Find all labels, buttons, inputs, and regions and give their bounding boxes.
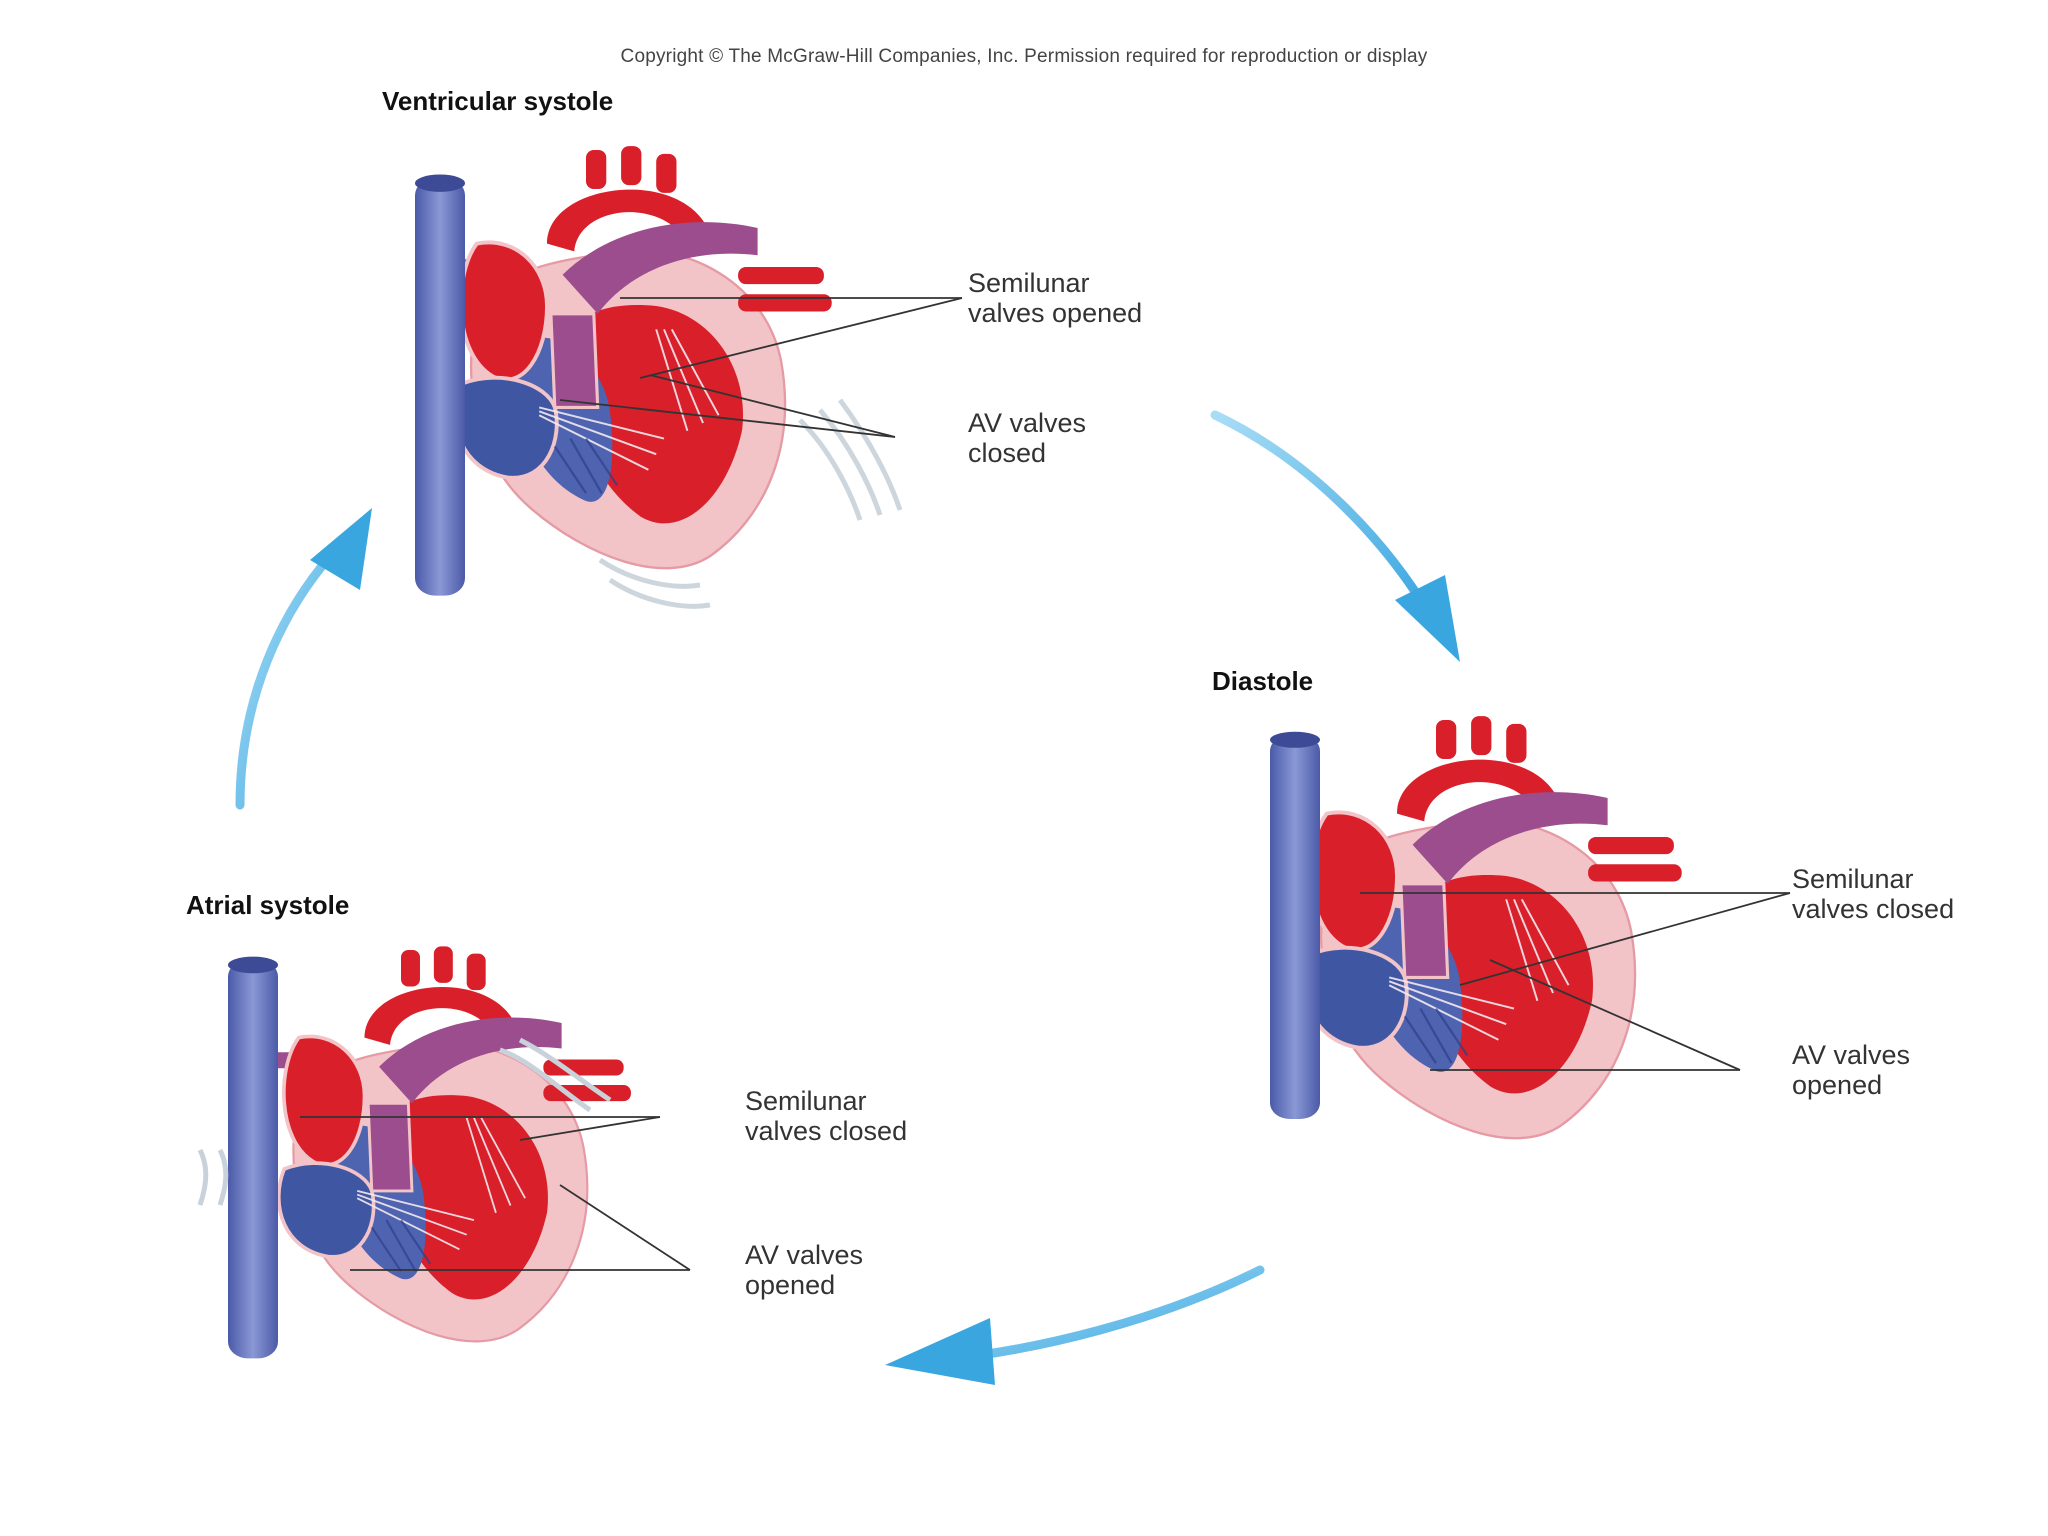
- callout-semilunar-diastole: Semilunar valves closed: [1792, 864, 1954, 924]
- vena-cava-diastole: [1270, 731, 1320, 1119]
- leader-lines: [300, 297, 1791, 1271]
- cycle-arrow-to-ventricular-systole: [235, 508, 372, 810]
- callout-line: valves opened: [968, 298, 1143, 328]
- callout-line: Semilunar: [745, 1086, 867, 1116]
- cycle-arrow-to-atrial-systole: [885, 1265, 1265, 1385]
- heart-atrial-systole: [245, 944, 633, 1344]
- callout-line: AV valves: [745, 1240, 864, 1270]
- callout-line: valves closed: [745, 1116, 908, 1146]
- callout-av-diastole: AV valves opened: [1792, 1040, 1910, 1100]
- callout-line: opened: [745, 1270, 836, 1300]
- vena-cava-ventricular-systole: [415, 174, 465, 596]
- callout-line: valves closed: [1792, 894, 1955, 924]
- callout-line: Semilunar: [968, 268, 1090, 298]
- vibration-lines-atrial-systole: [197, 1037, 612, 1206]
- callout-line: AV valves: [968, 408, 1087, 438]
- title-ventricular-systole: Ventricular systole: [382, 86, 614, 116]
- vena-cava-atrial-systole: [228, 956, 278, 1359]
- callout-line: AV valves: [1792, 1040, 1911, 1070]
- callout-av-ventricular-systole: AV valves closed: [968, 408, 1086, 468]
- callout-semilunar-atrial-systole: Semilunar valves closed: [745, 1086, 907, 1146]
- callout-line: Semilunar: [1792, 864, 1914, 894]
- title-atrial-systole: Atrial systole: [186, 890, 350, 920]
- callout-av-atrial-systole: AV valves opened: [745, 1240, 863, 1300]
- cycle-arrow-to-diastole: [1210, 410, 1460, 662]
- heart-diastole: [1270, 714, 1684, 1141]
- heart-ventricular-systole: [420, 144, 834, 571]
- vibration-lines-ventricular-systole: [598, 398, 903, 609]
- callout-line: opened: [1792, 1070, 1883, 1100]
- callout-semilunar-ventricular-systole: Semilunar valves opened: [968, 268, 1142, 328]
- title-diastole: Diastole: [1212, 666, 1314, 696]
- callout-line: closed: [968, 438, 1047, 468]
- copyright-notice: Copyright © The McGraw-Hill Companies, I…: [620, 46, 1428, 67]
